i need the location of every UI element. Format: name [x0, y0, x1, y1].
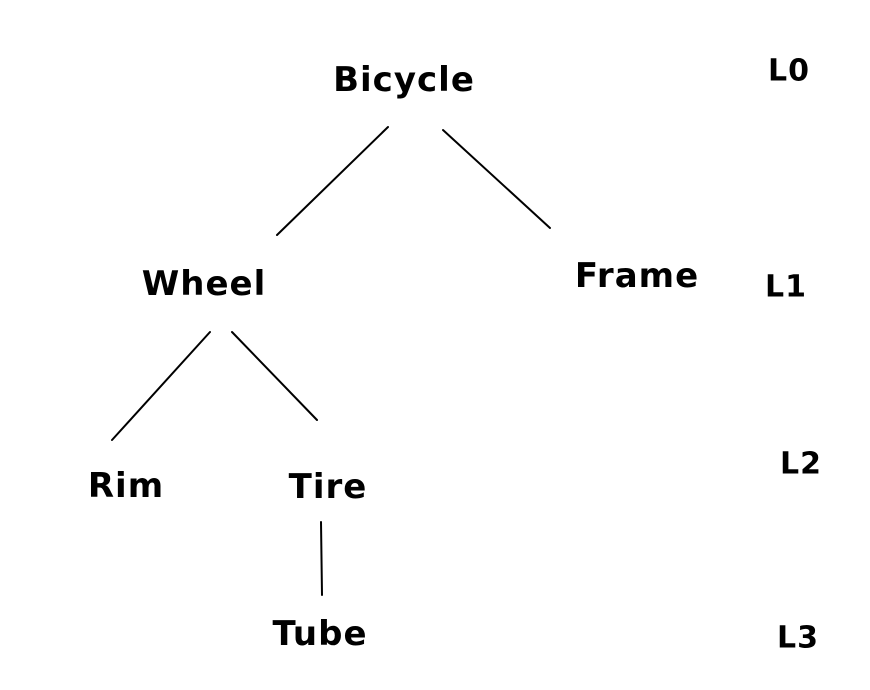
edge-tire-tube	[320, 521, 323, 596]
node-wheel: Wheel	[141, 264, 267, 304]
level-label-l2: L2	[780, 446, 822, 482]
level-label-l0: L0	[768, 53, 810, 89]
level-label-l1: L1	[765, 269, 807, 305]
edge-wheel-rim	[111, 331, 211, 441]
edge-wheel-tire	[231, 331, 318, 421]
edge-bicycle-frame	[442, 129, 551, 229]
node-frame: Frame	[574, 256, 700, 296]
edge-bicycle-wheel	[276, 126, 389, 236]
node-tire: Tire	[288, 467, 368, 507]
node-bicycle: Bicycle	[333, 60, 475, 100]
node-tube: Tube	[272, 614, 368, 654]
node-rim: Rim	[87, 466, 165, 506]
level-label-l3: L3	[777, 620, 819, 656]
